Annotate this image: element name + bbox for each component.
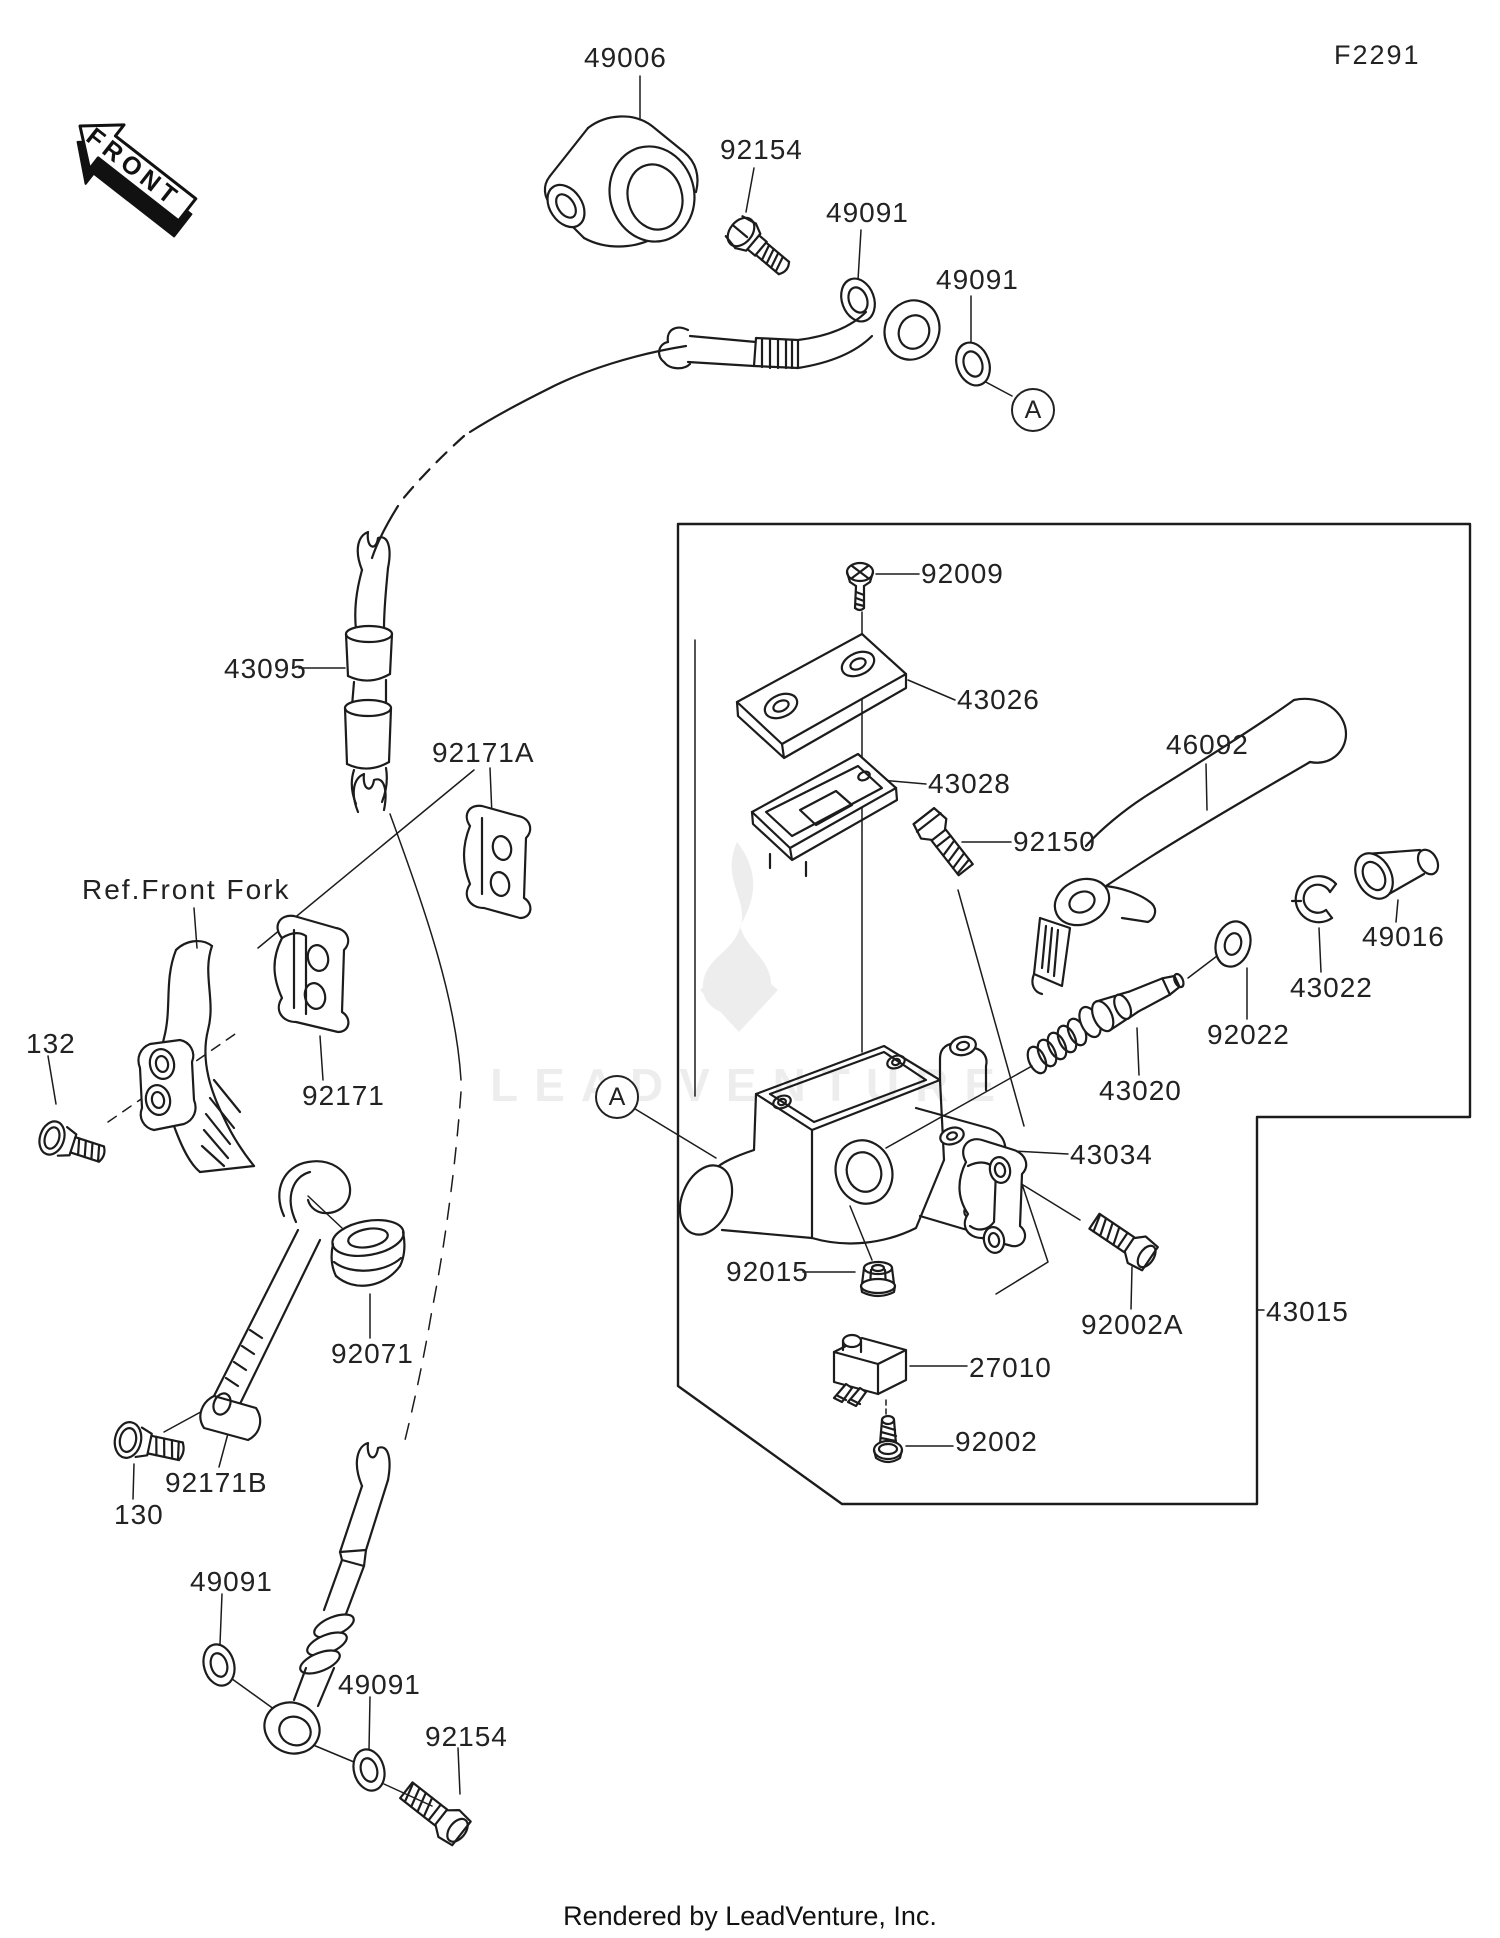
part-label-49091-bot-2: 49091 — [338, 1669, 421, 1700]
part-label-92150: 92150 — [1013, 826, 1096, 857]
detail-marker-a-body: A — [595, 1075, 639, 1119]
part-49091-bottom-left — [202, 1643, 236, 1687]
detail-marker-a-top: A — [1011, 388, 1055, 432]
part-hose-guide — [199, 1160, 352, 1442]
part-92154-bottom — [399, 1781, 472, 1847]
part-front-fork-guard — [137, 940, 256, 1174]
part-43095 — [343, 530, 394, 814]
part-label-92154-top: 92154 — [720, 134, 803, 165]
part-49016 — [1354, 848, 1440, 900]
part-brake-hose-bottom — [263, 1441, 391, 1755]
part-label-92154-bottom: 92154 — [425, 1721, 508, 1752]
part-27010 — [832, 1333, 908, 1408]
part-label-92171B: 92171B — [165, 1467, 268, 1498]
reference-note: Ref.Front Fork — [82, 874, 291, 905]
part-label-43026: 43026 — [957, 684, 1040, 715]
part-label-92171: 92171 — [302, 1080, 385, 1111]
watermark-logo-icon — [700, 842, 778, 1032]
watermark-text: LEADVENTURE — [490, 1059, 1012, 1111]
part-label-92002: 92002 — [955, 1426, 1038, 1457]
part-92150 — [912, 807, 974, 877]
part-label-132: 132 — [26, 1028, 76, 1059]
part-brake-hose-top — [370, 299, 941, 560]
part-46092 — [1031, 697, 1348, 996]
part-43020 — [1026, 972, 1185, 1075]
part-130 — [113, 1421, 185, 1462]
part-49091-bottom-right — [352, 1748, 386, 1792]
part-49091-top-right — [955, 341, 991, 387]
part-label-92015: 92015 — [726, 1256, 809, 1287]
part-label-92022: 92022 — [1207, 1019, 1290, 1050]
part-43022 — [1290, 875, 1338, 924]
detail-box — [676, 522, 1472, 1506]
part-label-92171A: 92171A — [432, 737, 535, 768]
part-label-49016: 49016 — [1362, 921, 1445, 952]
part-92022 — [1214, 920, 1252, 968]
part-label-43020: 43020 — [1099, 1075, 1182, 1106]
part-label-49091-bot-1: 49091 — [190, 1566, 273, 1597]
part-92009 — [845, 561, 875, 612]
part-92154-top — [724, 215, 791, 276]
part-132 — [38, 1120, 106, 1163]
part-label-49091-top-2: 49091 — [936, 264, 1019, 295]
part-43034 — [958, 1138, 1028, 1254]
part-92002A — [1088, 1212, 1159, 1272]
part-92002 — [872, 1414, 904, 1464]
part-43026 — [735, 632, 908, 760]
leader-lines — [47, 75, 1399, 1807]
part-92071 — [330, 1219, 406, 1287]
page-code: F2291 — [1334, 40, 1421, 70]
part-label-43022: 43022 — [1290, 972, 1373, 1003]
footer-credit: Rendered by LeadVenture, Inc. — [563, 1901, 937, 1931]
part-43028 — [750, 752, 899, 878]
part-label-130: 130 — [114, 1499, 164, 1530]
part-92015 — [859, 1260, 897, 1298]
part-92171 — [273, 914, 350, 1034]
part-label-43028: 43028 — [928, 768, 1011, 799]
part-label-27010: 27010 — [969, 1352, 1052, 1383]
part-label-49006: 49006 — [584, 42, 667, 73]
part-49006 — [543, 115, 699, 248]
part-label-92071: 92071 — [331, 1338, 414, 1369]
part-label-92009: 92009 — [921, 558, 1004, 589]
part-label-49091-top-1: 49091 — [826, 197, 909, 228]
part-92171A — [462, 804, 532, 920]
part-49091-top-left — [840, 277, 876, 323]
part-label-92002A: 92002A — [1081, 1309, 1184, 1340]
part-label-46092: 46092 — [1166, 729, 1249, 760]
part-label-43095: 43095 — [224, 653, 307, 684]
part-label-43034: 43034 — [1070, 1139, 1153, 1170]
front-arrow-icon — [76, 123, 198, 238]
part-label-43015: 43015 — [1266, 1296, 1349, 1327]
